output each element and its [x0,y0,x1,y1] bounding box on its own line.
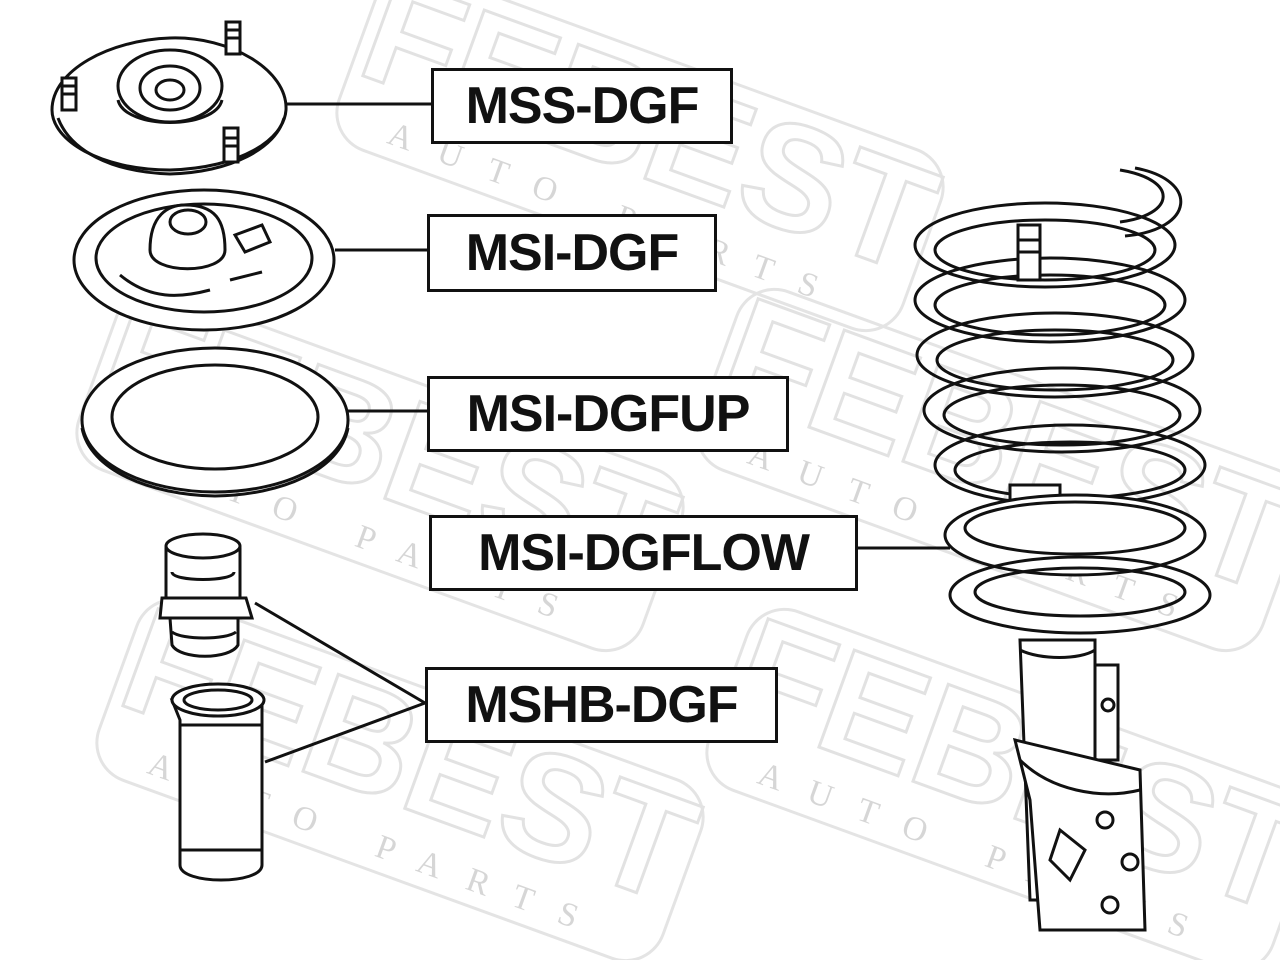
bump-stop-icon [158,532,255,658]
leader-line-mshb-bottom [264,701,426,764]
leader-lines [254,102,950,764]
label-text: MSI-DGF [465,224,680,282]
dust-boot-icon [169,682,266,882]
label-text: MSS-DGF [465,77,700,135]
label-msi-dgflow[interactable]: MSI-DGFLOW [429,515,858,591]
label-mshb-dgf[interactable]: MSHB-DGF [425,667,778,743]
label-text: MSI-DGFLOW [478,524,810,582]
upper-spring-pad-icon [80,346,350,498]
watermark-brand: FEBEST [712,585,1280,945]
label-mss-dgf[interactable]: MSS-DGF [431,68,733,144]
label-msi-dgf[interactable]: MSI-DGF [427,214,717,292]
label-text: MSI-DGFUP [466,385,751,443]
label-text: MSHB-DGF [465,676,738,734]
strut-assembly-icon [913,166,1212,932]
spring-insulator-icon [72,188,336,332]
label-msi-dgfup[interactable]: MSI-DGFUP [427,376,789,452]
leader-line-mshb-top [254,601,426,705]
strut-mount-icon [50,20,288,176]
